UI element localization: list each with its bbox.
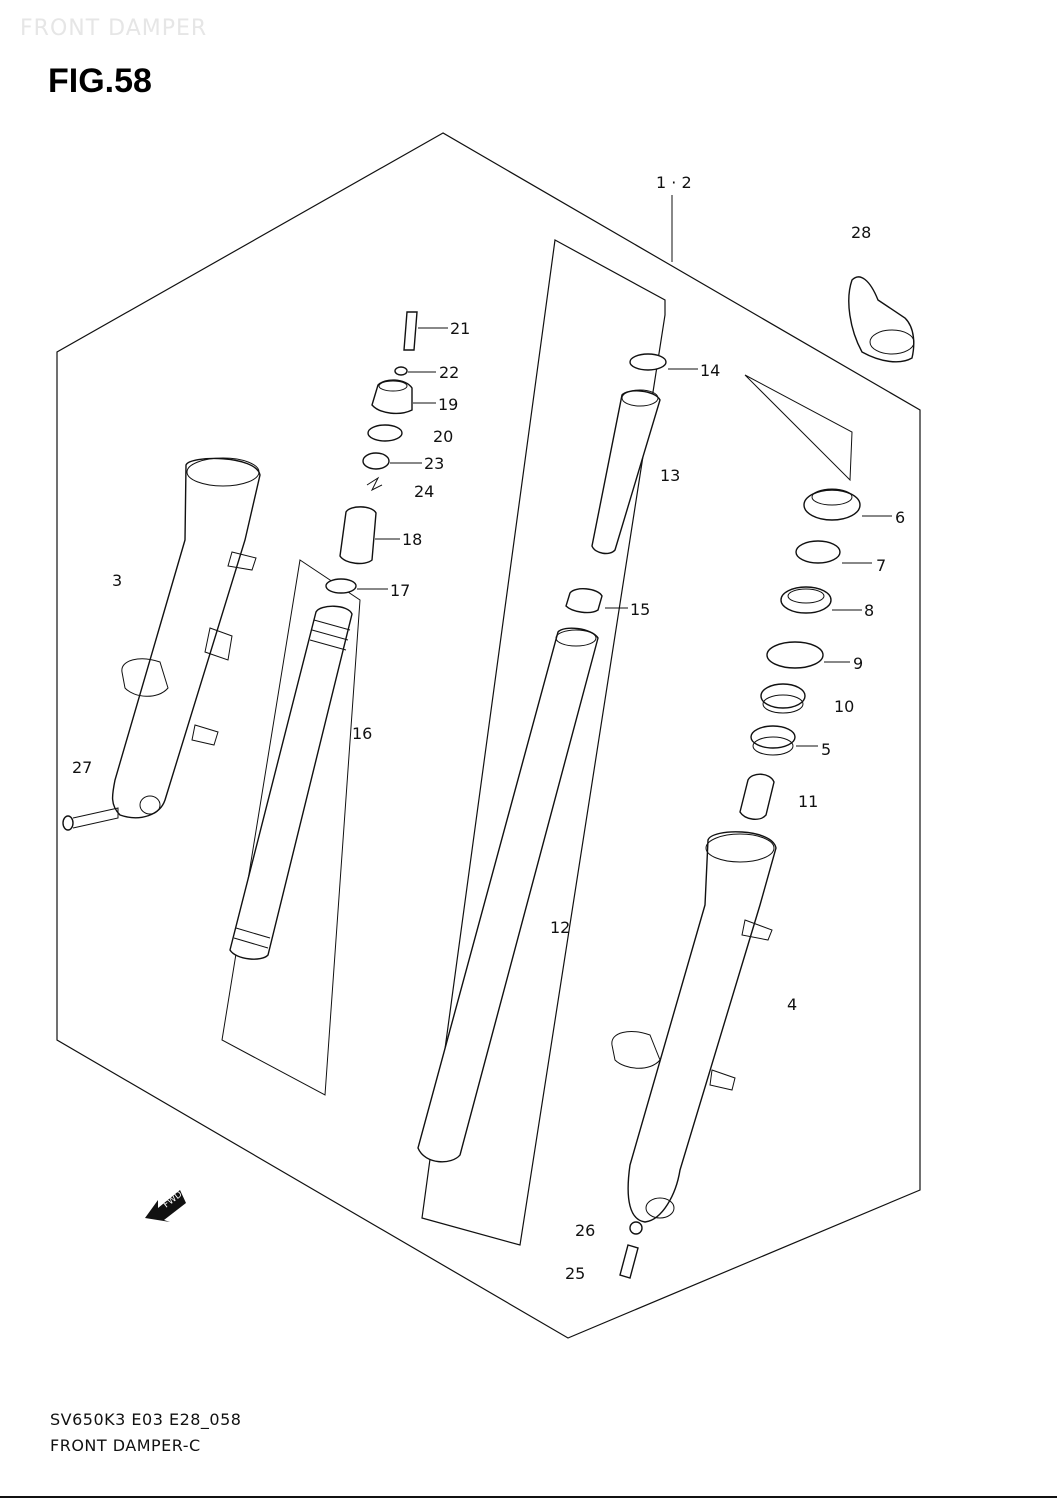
part-12-inner-tube <box>417 627 599 1163</box>
callout-1-2: 1 · 2 <box>656 173 692 192</box>
part-20-o-ring <box>367 424 403 442</box>
callout-12: 12 <box>550 918 570 937</box>
callout-11: 11 <box>798 792 818 811</box>
diagram-code: SV650K3 E03 E28_058 <box>50 1410 242 1429</box>
callout-6: 6 <box>895 508 905 527</box>
callout-22: 22 <box>439 363 459 382</box>
callout-9: 9 <box>853 654 863 673</box>
part-14-ring <box>629 353 698 371</box>
part-13-damper-cylinder <box>591 389 661 555</box>
callout-27: 27 <box>72 758 92 777</box>
part-19-cap-bolt <box>371 379 436 415</box>
ghost-header-title: FRONT DAMPER <box>20 16 208 41</box>
part-7-stopper-ring <box>795 540 872 564</box>
callout-15: 15 <box>630 600 650 619</box>
callout-10: 10 <box>834 697 854 716</box>
part-15-rebound-spring <box>565 588 628 614</box>
callout-28: 28 <box>851 223 871 242</box>
callout-7: 7 <box>876 556 886 575</box>
page-bottom-rule <box>0 1496 1057 1498</box>
part-17-washer <box>325 578 388 594</box>
forward-direction-arrow: FWD <box>145 1190 186 1222</box>
callout-8: 8 <box>864 601 874 620</box>
callout-19: 19 <box>438 395 458 414</box>
callout-24: 24 <box>414 482 434 501</box>
part-8-oil-seal <box>780 586 862 614</box>
part-25-damper-rod-bolt <box>619 1244 639 1279</box>
part-18-spacer <box>339 506 400 565</box>
callout-3: 3 <box>112 571 122 590</box>
callout-21: 21 <box>450 319 470 338</box>
diagram-name: FRONT DAMPER-C <box>50 1436 201 1455</box>
part-5-slide-bushing <box>750 725 818 756</box>
part-27-axle-pinch-bolt <box>62 807 119 831</box>
part-3-outer-tube-left <box>111 457 261 819</box>
part-26-gasket <box>629 1221 643 1235</box>
outer-assembly-frame <box>56 132 921 1339</box>
callout-25: 25 <box>565 1264 585 1283</box>
callout-4: 4 <box>787 995 797 1014</box>
part-24-clip <box>366 476 383 492</box>
part-9-seal-spacer <box>766 641 850 669</box>
callout-17: 17 <box>390 581 410 600</box>
callout-20: 20 <box>433 427 453 446</box>
callout-23: 23 <box>424 454 444 473</box>
callout-5: 5 <box>821 740 831 759</box>
callout-14: 14 <box>700 361 720 380</box>
part-28-cap <box>848 276 915 363</box>
part-23-washer <box>362 452 422 470</box>
part-16-spring <box>229 605 353 960</box>
callout-13: 13 <box>660 466 680 485</box>
callout-18: 18 <box>402 530 422 549</box>
part-6-dust-seal <box>803 488 892 521</box>
part-10-guide-bushing <box>760 683 806 714</box>
callout-16: 16 <box>352 724 372 743</box>
part-11-oil-lock-piece <box>739 773 775 820</box>
callout-26: 26 <box>575 1221 595 1240</box>
part-21-adjuster-bolt <box>403 311 448 351</box>
part-4-outer-tube-right <box>611 831 777 1223</box>
figure-title: FIG.58 <box>48 62 152 100</box>
seal-stack-frame <box>744 374 853 482</box>
part-22-o-ring <box>394 366 436 376</box>
